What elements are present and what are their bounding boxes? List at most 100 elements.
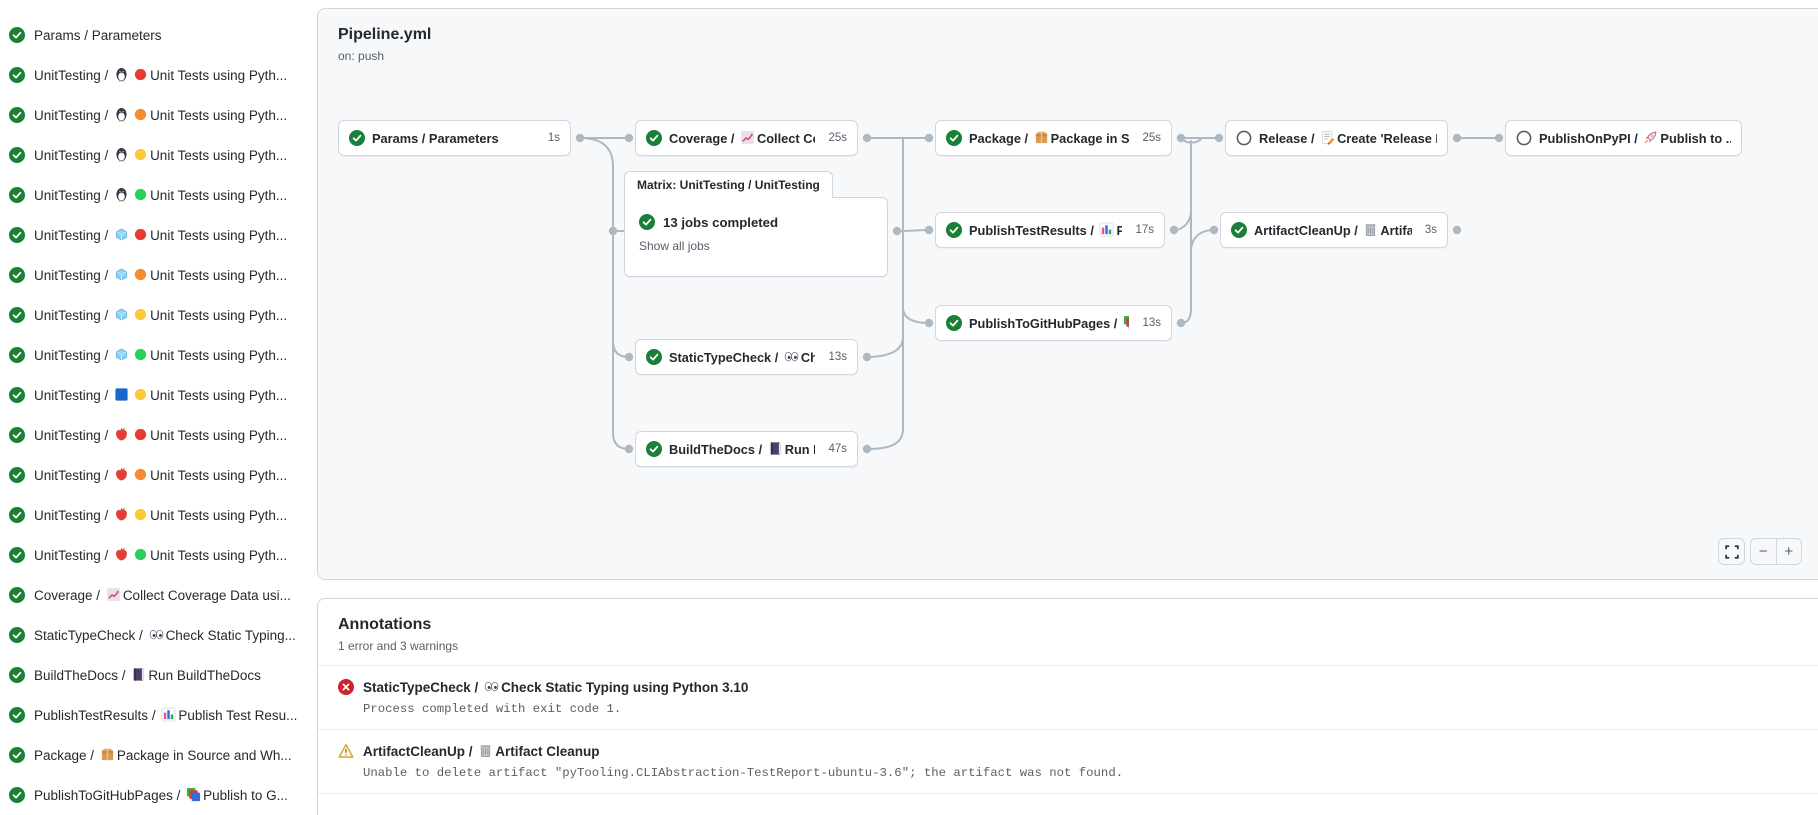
apple-icon [114, 467, 129, 482]
job-name: UnitTesting [34, 348, 101, 363]
job-name: Params [34, 27, 81, 43]
sidebar-job-item[interactable]: PublishToGitHubPages / Publish to G... [0, 775, 312, 815]
sidebar-job-label: UnitTesting / Unit Tests using Pyth... [34, 187, 287, 203]
circle-orange-icon [133, 107, 148, 122]
label-separator: / [100, 68, 113, 83]
zoom-in-button[interactable]: + [1784, 543, 1794, 560]
check-circle-icon [9, 67, 25, 83]
penguin-icon [114, 147, 129, 162]
sidebar-job-item[interactable]: UnitTesting / Unit Tests using Pyth... [0, 95, 312, 135]
graph-node-ptr[interactable]: PublishTestResults / Pu... 17s [935, 212, 1165, 248]
circle-red-icon [133, 427, 148, 442]
step-name: Collect Cove... [757, 131, 815, 146]
chart-increasing-icon [740, 130, 755, 145]
step-name: Unit Tests using Pyth... [150, 108, 288, 123]
sidebar-job-label: UnitTesting / Unit Tests using Pyth... [34, 307, 287, 323]
step-name: Pu... [1116, 223, 1122, 238]
memo-icon [1320, 130, 1335, 145]
sidebar-job-item[interactable]: BuildTheDocs / Run BuildTheDocs [0, 655, 312, 695]
annotation-title-link[interactable]: StaticTypeCheck / Check Static Typing us… [363, 679, 748, 695]
sidebar-job-item[interactable]: UnitTesting / Unit Tests using Pyth... [0, 535, 312, 575]
package-icon [100, 747, 115, 762]
workflow-trigger: on: push [338, 49, 385, 63]
sidebar-job-item[interactable]: Params / Parameters [0, 15, 312, 55]
node-label: PublishTestResults / Pu... [969, 222, 1122, 238]
label-separator: / [771, 350, 782, 365]
circle-orange-icon [133, 267, 148, 282]
annotation-title-link[interactable]: ArtifactCleanUp / Artifact Cleanup [363, 743, 1123, 759]
step-name: Artifact Cleanup [495, 744, 600, 759]
bar-chart-icon [1099, 222, 1114, 237]
zoom-out-button[interactable]: − [1751, 539, 1777, 564]
graph-node-stc[interactable]: StaticTypeCheck / Chec...13s [635, 339, 858, 375]
sidebar-job-label: UnitTesting / Unit Tests using Pyth... [34, 67, 287, 83]
graph-node-btd[interactable]: BuildTheDocs / Run Buil...47s [635, 431, 858, 467]
graph-node-ptghp[interactable]: PublishToGitHubPages / ...13s [935, 305, 1172, 341]
node-duration: 17s [1135, 224, 1154, 236]
sidebar-job-label: UnitTesting / Unit Tests using Pyth... [34, 387, 287, 403]
label-separator: / [1020, 131, 1032, 146]
fullscreen-button[interactable] [1718, 538, 1745, 565]
sidebar-job-item[interactable]: PublishTestResults / Publish Test Resu..… [0, 695, 312, 735]
check-circle-icon [9, 107, 25, 123]
graph-node-acu[interactable]: ArtifactCleanUp / Artifac...3s [1220, 212, 1448, 248]
circle-orange-icon [133, 467, 148, 482]
annotations-list: StaticTypeCheck / Check Static Typing us… [318, 665, 1818, 794]
check-circle-icon [9, 667, 25, 683]
sidebar-job-item[interactable]: Package / Package in Source and Wh... [0, 735, 312, 775]
notebook-icon [131, 667, 146, 682]
node-duration: 1s [547, 132, 560, 144]
fullscreen-icon [1724, 544, 1740, 560]
label-separator: / [465, 744, 477, 759]
label-separator: / [100, 388, 113, 403]
sidebar-job-item[interactable]: UnitTesting / Unit Tests using Pyth... [0, 135, 312, 175]
sidebar-job-item[interactable]: Coverage / Collect Coverage Data usi... [0, 575, 312, 615]
penguin-icon [114, 107, 129, 122]
sidebar-job-item[interactable]: UnitTesting / Unit Tests using Pyth... [0, 175, 312, 215]
step-name: Publish Test Resu... [178, 708, 298, 723]
node-label: PublishOnPyPI / Publish to ... [1539, 130, 1731, 146]
show-all-jobs-link[interactable]: Show all jobs [639, 239, 710, 253]
sidebar-job-item[interactable]: UnitTesting / Unit Tests using Pyth... [0, 495, 312, 535]
sidebar-job-item[interactable]: UnitTesting / Unit Tests using Pyth... [0, 375, 312, 415]
step-name: Unit Tests using Pyth... [150, 548, 288, 563]
graph-node-pypi[interactable]: PublishOnPyPI / Publish to ... [1505, 120, 1742, 156]
job-name: PublishToGitHubPages [969, 316, 1111, 331]
job-name: UnitTesting [34, 268, 101, 283]
sidebar-job-label: PublishToGitHubPages / Publish to G... [34, 787, 288, 803]
step-name: Run Buil... [784, 442, 816, 457]
sidebar-job-item[interactable]: UnitTesting / Unit Tests using Pyth... [0, 215, 312, 255]
step-name: Unit Tests using Pyth... [150, 388, 288, 403]
step-name: Parameters [91, 27, 162, 43]
sidebar-job-item[interactable]: UnitTesting / Unit Tests using Pyth... [0, 415, 312, 455]
check-circle-icon [639, 214, 655, 230]
sidebar-job-item[interactable]: UnitTesting / Unit Tests using Pyth... [0, 55, 312, 95]
sidebar-job-item[interactable]: UnitTesting / Unit Tests using Pyth... [0, 455, 312, 495]
graph-node-release[interactable]: Release / Create 'Release P... [1225, 120, 1448, 156]
step-name: Package in So... [1050, 131, 1130, 146]
job-name: Coverage [34, 588, 93, 603]
job-name: UnitTesting [34, 468, 101, 483]
label-separator: / [100, 108, 113, 123]
annotation-row-error: StaticTypeCheck / Check Static Typing us… [318, 665, 1818, 729]
check-circle-icon [9, 747, 25, 763]
label-separator: / [100, 468, 113, 483]
sidebar-job-item[interactable]: UnitTesting / Unit Tests using Pyth... [0, 295, 312, 335]
matrix-tab: Matrix: UnitTesting / UnitTesting [624, 171, 833, 198]
step-name: Unit Tests using Pyth... [150, 468, 288, 483]
graph-node-coverage[interactable]: Coverage / Collect Cove...25s [635, 120, 858, 156]
annotations-header: Annotations 1 error and 3 warnings [318, 599, 1818, 665]
eyes-icon [149, 627, 164, 642]
sidebar-job-label: UnitTesting / Unit Tests using Pyth... [34, 147, 287, 163]
sidebar-job-item[interactable]: UnitTesting / Unit Tests using Pyth... [0, 255, 312, 295]
check-circle-icon [1231, 222, 1247, 238]
workflow-graph-panel: Pipeline.yml on: push [317, 8, 1818, 580]
ice-cube-icon [114, 267, 129, 282]
graph-node-package[interactable]: Package / Package in So...25s [935, 120, 1172, 156]
sidebar-job-item[interactable]: StaticTypeCheck / Check Static Typing... [0, 615, 312, 655]
matrix-card: 13 jobs completed Show all jobs [624, 197, 888, 277]
sidebar-job-item[interactable]: UnitTesting / Unit Tests using Pyth... [0, 335, 312, 375]
